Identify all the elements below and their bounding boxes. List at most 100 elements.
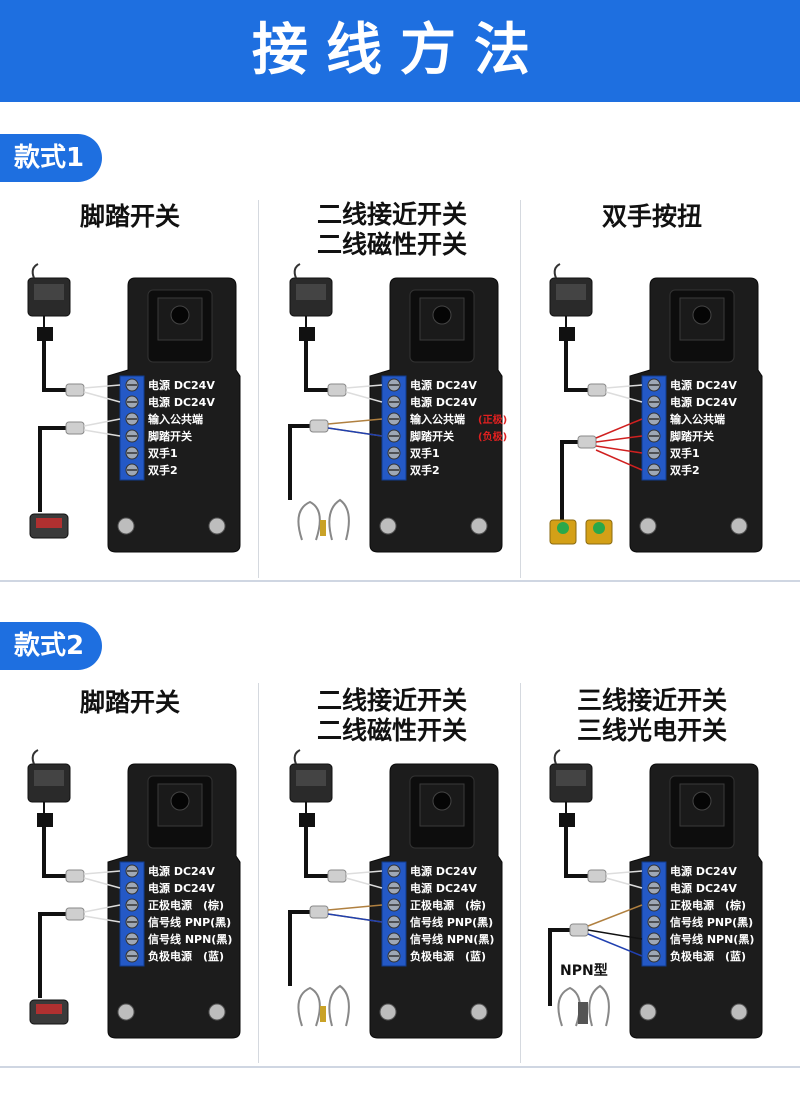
screw: [730, 1003, 748, 1021]
device-wires: [83, 418, 121, 437]
power-adapter: [27, 263, 71, 317]
terminal-label: 脚踏开关: [148, 429, 192, 443]
terminal-label: 信号线 PNP(黑): [410, 915, 493, 929]
npn-type-label: NPN型: [560, 963, 608, 979]
foot-switch-icon: [29, 999, 69, 1025]
terminal-label: 信号线 PNP(黑): [148, 915, 231, 929]
power-adapter: [289, 749, 333, 803]
column-divider: [520, 683, 521, 1063]
terminal-label: 信号线 PNP(黑): [670, 915, 753, 929]
terminal-label: 电源 DC24V: [410, 881, 477, 895]
terminal-block: [119, 861, 145, 967]
power-adapter: [27, 749, 71, 803]
controller-body: [369, 763, 503, 1039]
section-divider: [0, 1066, 800, 1068]
cable-connector: [65, 383, 85, 397]
terminal-block: [381, 375, 407, 481]
power-wires: [345, 870, 383, 889]
power-wires: [605, 870, 643, 889]
cable-connector: [587, 869, 607, 883]
terminal-label: 电源 DC24V: [410, 378, 477, 392]
power-wires: [83, 384, 121, 403]
terminal-label: 双手1: [148, 446, 178, 460]
cable-connector: [587, 383, 607, 397]
screw: [639, 517, 657, 535]
power-cable: [304, 826, 332, 878]
terminal-label: 正极电源 (棕): [670, 898, 746, 912]
power-wires: [605, 384, 643, 403]
terminal-label: 双手2: [410, 463, 440, 477]
power-cable: [42, 340, 70, 392]
screw: [208, 1003, 226, 1021]
section-divider: [0, 580, 800, 582]
terminal-block: [641, 861, 667, 967]
panel-title: 二线接近开关: [316, 686, 467, 715]
power-cable: [564, 340, 592, 392]
power-cable: [37, 316, 53, 341]
cable-connector: [309, 905, 329, 919]
page-header: 接线方法: [0, 0, 800, 102]
device-wires: [587, 904, 643, 927]
controller-body: [369, 277, 503, 553]
device-cable: [38, 912, 70, 998]
panel-title: 二线磁性开关: [316, 230, 467, 259]
terminal-label: 双手1: [410, 446, 440, 460]
wiring-diagram: 电源 DC24V 电源 DC24V 正极电源 (棕) 信号线 PNP(黑) 信号线 NP…: [548, 749, 763, 1039]
power-cable: [299, 316, 315, 341]
screw: [208, 517, 226, 535]
proximity-sensor-icon: [297, 498, 350, 541]
column-divider: [520, 200, 521, 578]
power-cable: [564, 826, 592, 878]
terminal-label: 电源 DC24V: [148, 864, 215, 878]
cable-connector: [65, 421, 85, 435]
foot-switch-icon: [29, 513, 69, 539]
terminal-label: 信号线 NPN(黑): [670, 932, 754, 946]
cable-connector: [65, 907, 85, 921]
terminal-block: [119, 375, 145, 481]
panel-title: 脚踏开关: [79, 688, 180, 717]
screw: [379, 1003, 397, 1021]
panel-title: 二线磁性开关: [316, 716, 467, 745]
terminal-block: [641, 375, 667, 481]
terminal-label: 电源 DC24V: [670, 864, 737, 878]
polarity-note: (负极): [478, 430, 507, 443]
panel-title: 三线接近开关: [576, 686, 727, 715]
device-wires: [595, 418, 643, 471]
device-cable: [288, 910, 312, 986]
power-adapter: [289, 263, 333, 317]
cable-connector: [327, 383, 347, 397]
terminal-label: 负极电源 (蓝): [410, 949, 486, 963]
power-wires: [83, 870, 121, 889]
terminal-label: 负极电源 (蓝): [148, 949, 224, 963]
panel-title: 双手按扭: [601, 202, 702, 231]
column-divider: [258, 200, 259, 578]
terminal-label: 输入公共端: [410, 412, 465, 426]
style-2-badge: 款式2: [0, 622, 103, 670]
cable-connector: [569, 923, 589, 937]
screw: [470, 1003, 488, 1021]
terminal-label: 电源 DC24V: [670, 881, 737, 895]
terminal-label: 信号线 NPN(黑): [410, 932, 494, 946]
terminal-label: 双手2: [148, 463, 178, 477]
terminal-label: 电源 DC24V: [148, 395, 215, 409]
device-cable: [560, 440, 582, 520]
device-cable: [38, 426, 70, 512]
terminal-label: 电源 DC24V: [410, 864, 477, 878]
cable-connector: [309, 419, 329, 433]
power-cable: [304, 340, 332, 392]
power-cable: [37, 802, 53, 827]
terminal-label: 输入公共端: [670, 412, 725, 426]
terminal-label: 电源 DC24V: [148, 881, 215, 895]
terminal-label: 信号线 NPN(黑): [148, 932, 232, 946]
cable-connector: [327, 869, 347, 883]
panel-title: 二线接近开关: [316, 200, 467, 229]
